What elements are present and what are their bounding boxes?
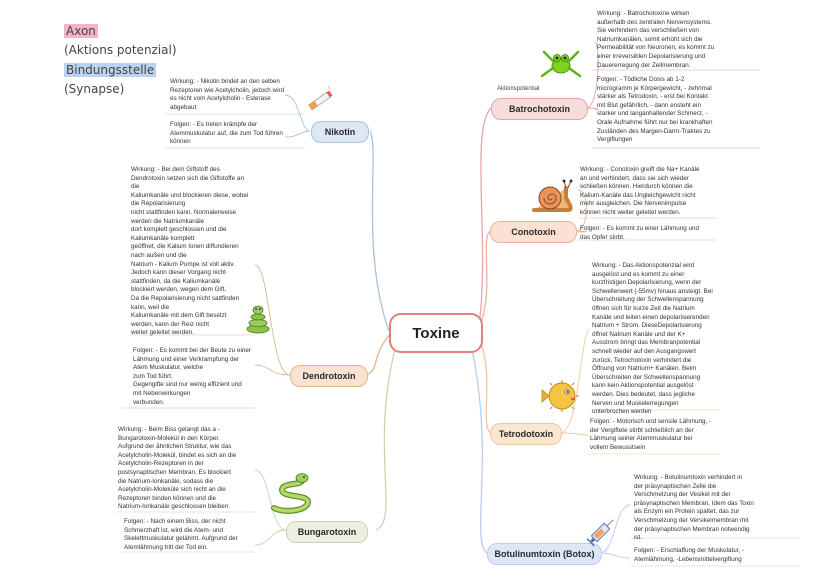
- pufferfish-icon: [541, 380, 579, 412]
- batrochotoxin-fragment: Aktionspotential: [497, 86, 540, 92]
- snail-icon: [532, 179, 573, 212]
- nikotin-wirkung: Wirkung: - Nikotin bindet an den selben …: [170, 78, 285, 111]
- conotoxin-folgen: Folgen: - Es kommt zu einer Lähmung und …: [580, 225, 700, 241]
- tetrodotoxin-wirkung: Wirkung: - Das Aktionspotenzial wird aus…: [592, 262, 713, 416]
- branch-nikotin[interactable]: Nikotin: [311, 121, 369, 143]
- branch-botulinum[interactable]: Botulinumtoxin (Botox): [487, 543, 602, 565]
- nikotin-folgen: Folgen: - Es treten krämpfe der Atemmusk…: [170, 121, 283, 146]
- branch-dendrotoxin[interactable]: Dendrotoxin: [290, 365, 368, 387]
- conotoxin-wirkung: Wirkung: - Conotoxin greift die Na+ Kanä…: [580, 166, 700, 216]
- dendrotoxin-folgen: Folgen: - Es kommt bei der Beute zu eine…: [133, 347, 251, 406]
- center-node[interactable]: Toxine: [389, 313, 483, 353]
- branch-bungarotoxin[interactable]: Bungarotoxin: [286, 521, 368, 543]
- cigarette-icon: [308, 86, 333, 111]
- dendrotoxin-wirkung: Wirkung: - Bei dem Giftstoff des Dendrot…: [131, 166, 249, 337]
- batrochotoxin-wirkung: Wirkung: - Batrochotoxine wirken außerha…: [597, 10, 715, 69]
- legend-synapse: Bindungsstelle: [64, 63, 157, 77]
- bungarotoxin-folgen: Folgen: - Nach einem Biss, der nicht Sch…: [124, 518, 238, 551]
- botulinum-folgen: Folgen: - Erschlaffung der Muskulatur, -…: [634, 547, 745, 563]
- syringe-icon: [586, 519, 614, 547]
- batrochotoxin-folgen: Folgen: - Tödliche Dosis ab 1-2 microgra…: [597, 76, 713, 144]
- tetrodotoxin-folgen: Folgen: - Motorisch und sensile Lähmung,…: [590, 418, 712, 451]
- branch-tetrodotoxin[interactable]: Tetrodotoxin: [490, 423, 562, 445]
- branch-conotoxin[interactable]: Conotoxin: [490, 221, 577, 243]
- frog-icon: [540, 50, 582, 78]
- legend-synapse-label: Bindungsstelle: [64, 63, 157, 77]
- botulinum-wirkung: Wirkung: - Botulinumtoxin verhindert in …: [634, 474, 754, 542]
- legend-axon-label: Axon: [64, 24, 98, 38]
- legend-axon: Axon: [64, 24, 98, 38]
- branch-batrochotoxin[interactable]: Batrochotoxin: [491, 98, 588, 120]
- legend-axon-sub: (Aktions potenzial): [64, 43, 177, 57]
- snake-icon: [271, 473, 312, 514]
- bungarotoxin-wirkung: Wirkung: - Beim Biss gelangt das a - Bun…: [118, 426, 237, 511]
- legend-synapse-sub: (Synapse): [64, 82, 125, 96]
- snake-icon: [246, 305, 270, 334]
